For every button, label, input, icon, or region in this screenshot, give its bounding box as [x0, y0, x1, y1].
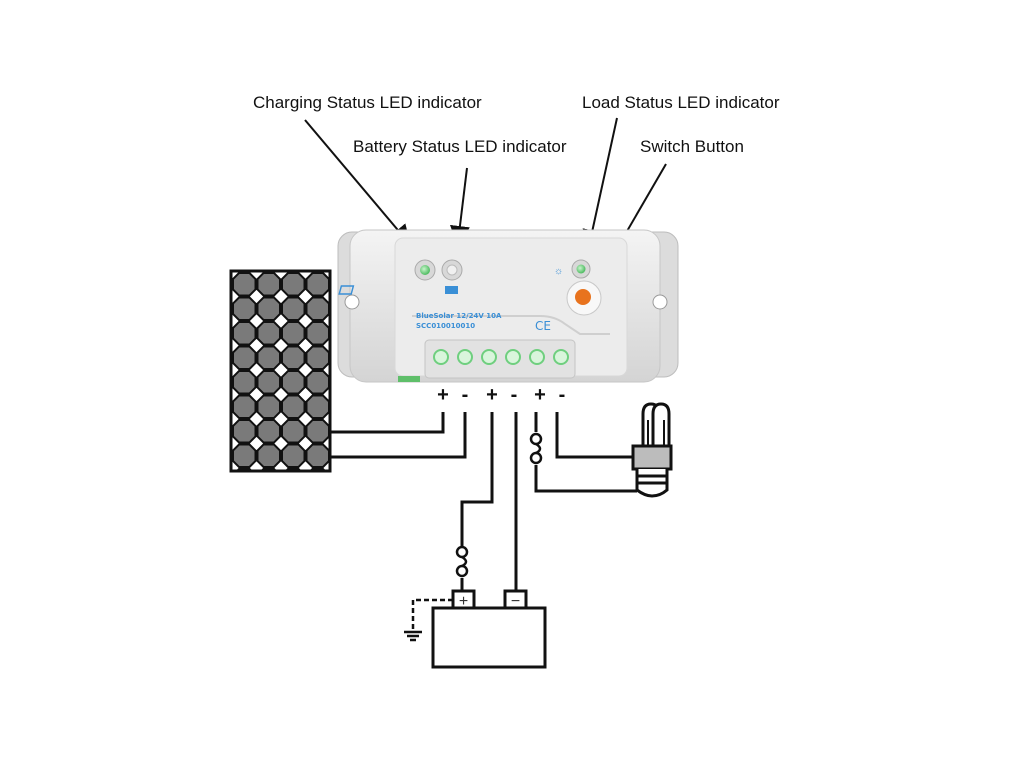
terminal-screw	[529, 349, 545, 365]
mount-hole-left	[344, 294, 360, 310]
model-line2: SCC010010010	[416, 322, 475, 330]
terminal-positive-mark: +	[486, 384, 498, 406]
terminal-screw	[457, 349, 473, 365]
load-led-light	[576, 264, 586, 274]
fuse-load	[529, 432, 543, 465]
wire-load-negative	[555, 412, 637, 459]
terminal-negative-mark: -	[462, 384, 469, 406]
switch-button-cap	[575, 289, 591, 305]
wires	[331, 412, 637, 594]
load-icon: ☼	[554, 266, 563, 277]
fuse-battery	[455, 545, 469, 578]
battery-body	[431, 606, 547, 669]
battery-led-light	[446, 264, 458, 276]
model-line1: BlueSolar 12/24V 10A	[416, 312, 502, 320]
mount-hole-right	[652, 294, 668, 310]
battery: + −	[431, 589, 547, 669]
battery-icon	[445, 286, 458, 294]
terminal-screw	[505, 349, 521, 365]
charging-led-arrow	[304, 119, 411, 246]
solar-panel	[229, 269, 332, 473]
solar-icon	[338, 285, 355, 295]
terminal-screw	[433, 349, 449, 365]
battery-positive-sign: +	[459, 593, 468, 610]
lamp-collar	[631, 444, 673, 471]
wire-pv-negative	[331, 412, 467, 459]
charging-led-label: Charging Status LED indicator	[253, 93, 482, 112]
lamp	[631, 402, 673, 498]
terminal-screw	[481, 349, 497, 365]
ce-mark: CE	[535, 319, 551, 333]
battery-negative-sign: −	[511, 593, 520, 610]
load-led-label: Load Status LED indicator	[582, 93, 780, 112]
wire-load-positive	[534, 465, 637, 493]
wire-pv-positive	[331, 412, 445, 434]
ground-symbol	[404, 598, 453, 642]
switch-button-label: Switch Button	[640, 137, 744, 156]
load-led-arrow	[582, 117, 618, 250]
terminal-positive-mark: +	[437, 384, 449, 406]
battery-led-label: Battery Status LED indicator	[353, 137, 567, 156]
terminal-negative-mark: -	[559, 384, 566, 406]
charging-led-light	[420, 265, 430, 275]
wire-battery-positive	[460, 412, 494, 546]
terminal-positive-mark: +	[534, 384, 546, 406]
terminal-screw	[553, 349, 569, 365]
charge-controller: ☼ BlueSolar 12/24V 10A SCC010010010 CE	[337, 229, 679, 383]
terminal-negative-mark: -	[511, 384, 518, 406]
